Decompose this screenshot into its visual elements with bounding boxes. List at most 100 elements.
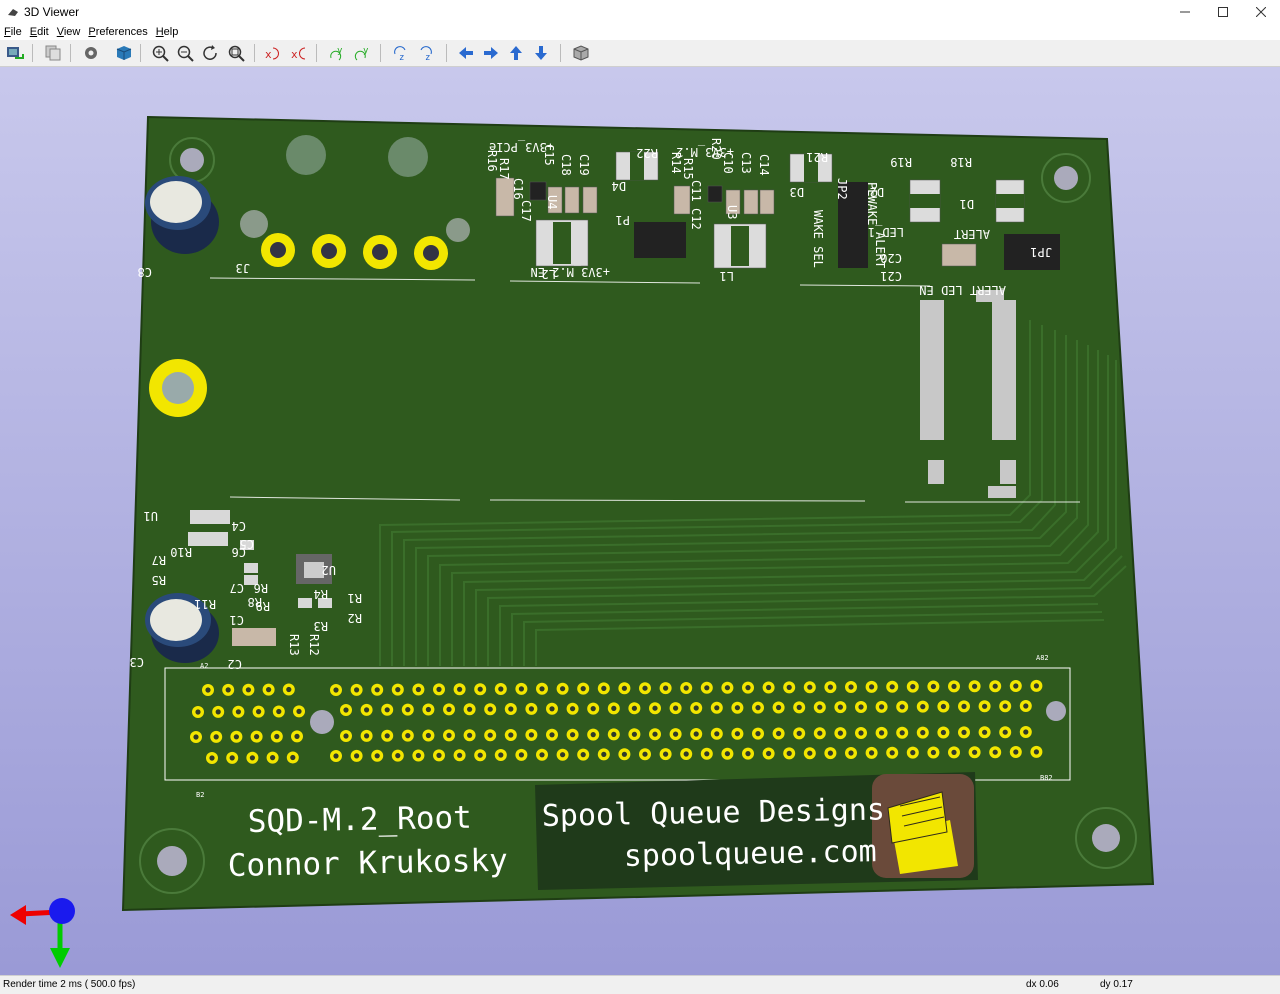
move-up-button[interactable] xyxy=(505,43,527,63)
rotate-z-cw-button[interactable]: z xyxy=(390,43,412,63)
menu-help[interactable]: Help xyxy=(155,26,179,38)
rotate-y-cw-button[interactable]: y xyxy=(326,43,348,63)
connector-pin-hole xyxy=(837,704,844,710)
connector-pin-hole xyxy=(245,687,251,693)
connector-pin-hole xyxy=(642,685,648,691)
label-c14: C14 xyxy=(757,154,771,176)
connector-pin-hole xyxy=(1033,683,1039,689)
company-name: Spool Queue Designs xyxy=(541,792,885,834)
connector-pin-hole xyxy=(487,732,493,738)
menu-file[interactable]: File xyxy=(4,26,22,38)
rotate-z-ccw-button[interactable]: z xyxy=(416,43,438,63)
connector-pin-hole xyxy=(508,732,514,738)
connector-key-hole xyxy=(310,710,334,734)
label-r6: R6 xyxy=(254,581,268,595)
connector-pin-hole xyxy=(374,753,380,759)
connector-pin-hole xyxy=(395,753,401,759)
dx-readout: dx 0.06 xyxy=(1026,979,1059,990)
pcb-board xyxy=(121,115,1155,912)
close-button[interactable] xyxy=(1242,0,1280,24)
connector-pin-hole xyxy=(296,708,302,715)
move-right-button[interactable] xyxy=(480,43,502,63)
connector-pin-hole xyxy=(817,730,823,736)
zoom-fit-icon xyxy=(228,45,245,62)
board-name: SQD-M.2_Root xyxy=(247,800,472,840)
connector-pin-hole xyxy=(631,731,638,737)
move-up-icon xyxy=(510,46,522,60)
label-u4: U4 xyxy=(545,195,559,209)
connector-pin-hole xyxy=(910,684,916,690)
edge-connector-outline xyxy=(164,667,1071,781)
connector-pin-hole xyxy=(343,733,349,739)
connector-pin-hole xyxy=(827,684,834,690)
label-jp2: JP2 xyxy=(835,178,849,200)
connector-pin-hole xyxy=(992,749,998,755)
connector-pin-hole xyxy=(663,751,669,757)
edge-connector-pins xyxy=(190,679,1043,764)
3d-viewport[interactable]: SQD-M.2_Root Connor Krukosky Spool Queue… xyxy=(0,67,1280,975)
connector-pin-hole xyxy=(560,686,566,692)
connector-pin-hole xyxy=(425,706,431,713)
move-down-button[interactable] xyxy=(530,43,552,63)
rotate-x-cw-button[interactable]: x xyxy=(262,43,284,63)
zoom-fit-button[interactable] xyxy=(226,43,248,63)
label-c7: C7 xyxy=(230,581,244,595)
connector-pin-hole xyxy=(899,730,905,736)
redraw-button[interactable] xyxy=(200,43,222,63)
connector-pin-hole xyxy=(580,752,586,758)
ortho-view-button[interactable] xyxy=(569,43,591,63)
connector-pin-hole xyxy=(621,751,628,757)
zoom-in-button[interactable] xyxy=(150,43,172,63)
svg-text:z: z xyxy=(399,53,404,62)
connector-pin-hole xyxy=(920,730,926,736)
silk-labels: C8 J3 R16 R17 C15 C18 C19 C16 C17 U4 L2 … xyxy=(130,138,1052,671)
connector-pin-hole xyxy=(415,752,421,759)
maximize-button[interactable] xyxy=(1204,0,1242,24)
move-left-button[interactable] xyxy=(455,43,477,63)
rotate-x-ccw-button[interactable]: x xyxy=(288,43,310,63)
preferences-button[interactable] xyxy=(80,43,102,63)
connector-pin-hole xyxy=(704,685,710,691)
connector-pin-hole xyxy=(487,706,493,712)
label-c11: C11 xyxy=(689,180,703,202)
connector-pin-hole xyxy=(745,685,751,691)
connector-pin-labels: A2 A82 B2 B82 xyxy=(196,654,1053,799)
connector-pin-hole xyxy=(766,750,772,757)
menu-edit[interactable]: Edit xyxy=(29,26,49,38)
render-time: Render time 2 ms ( 500.0 fps) xyxy=(3,979,136,990)
connector-pin-hole xyxy=(518,752,525,758)
minimize-icon xyxy=(1180,11,1190,13)
label-pewake: PEWAKE xyxy=(865,182,879,225)
zoom-out-button[interactable] xyxy=(175,43,197,63)
copy-image-button[interactable] xyxy=(42,43,64,63)
svg-text:z: z xyxy=(425,53,430,62)
minimize-button[interactable] xyxy=(1166,0,1204,24)
connector-pin-hole xyxy=(652,705,658,711)
capacitor-c3 xyxy=(145,593,219,663)
rotate-y-ccw-button[interactable]: y xyxy=(352,43,374,63)
board-author: Connor Krukosky xyxy=(227,843,508,884)
export-image-button[interactable] xyxy=(4,43,26,63)
label-c17: C17 xyxy=(519,200,533,222)
connector-pin-hole xyxy=(477,752,483,758)
label-b2: B2 xyxy=(196,791,204,799)
connector-pin-hole xyxy=(631,705,638,711)
label-r3: R3 xyxy=(314,619,328,633)
svg-text:y: y xyxy=(337,46,343,56)
connector-pin-hole xyxy=(549,706,555,712)
label-r15: R15 xyxy=(681,158,695,180)
connector-pin-hole xyxy=(899,704,905,710)
menu-view[interactable]: View xyxy=(56,26,81,38)
raytrace-button[interactable] xyxy=(112,43,134,63)
connector-pin-hole xyxy=(290,754,296,761)
label-c10: C10 xyxy=(721,152,735,174)
connector-pin-hole xyxy=(560,752,566,758)
connector-pin-hole xyxy=(229,755,235,761)
menu-preferences[interactable]: Preferences xyxy=(88,26,148,38)
svg-text:x: x xyxy=(291,48,298,61)
label-c8: C8 xyxy=(138,265,152,279)
raytrace-cube-icon xyxy=(116,46,132,60)
connector-pin-hole xyxy=(457,686,463,692)
connector-pin-hole xyxy=(940,729,947,736)
connector-pin-hole xyxy=(205,687,211,693)
